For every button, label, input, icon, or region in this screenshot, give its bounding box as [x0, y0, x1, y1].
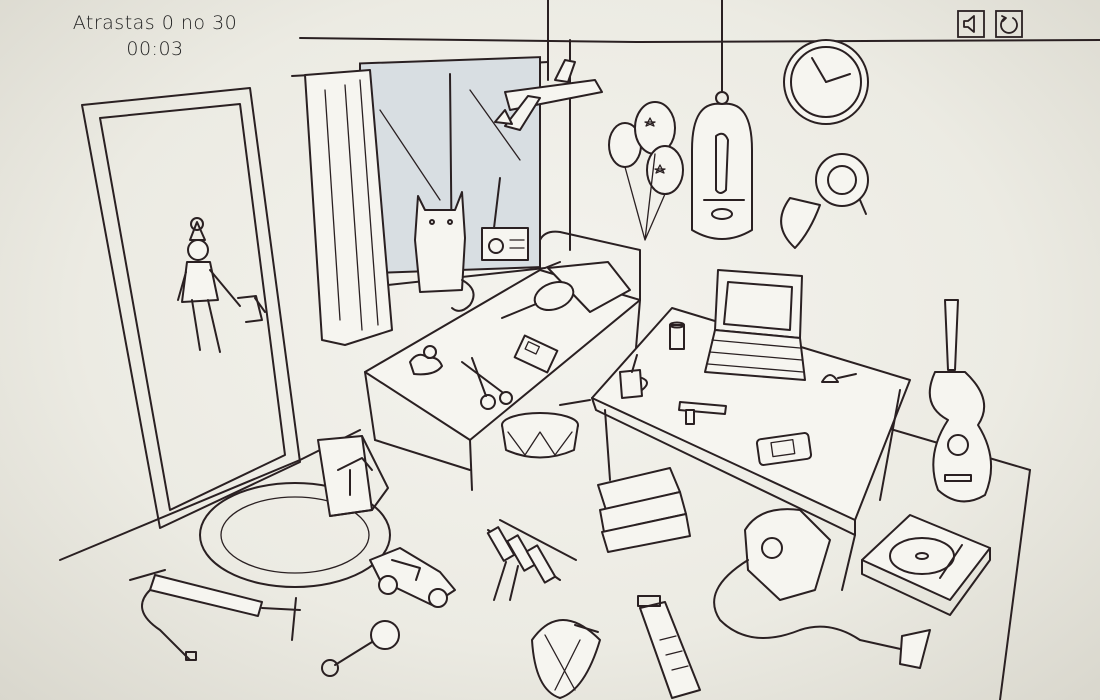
music-box[interactable] [317, 435, 389, 517]
toy-car[interactable] [369, 547, 456, 608]
found-counter: Atrastas 0 no 30 [72, 12, 238, 34]
radio[interactable] [481, 177, 529, 261]
soda-can[interactable] [669, 321, 685, 350]
rug [199, 482, 391, 588]
french-horn[interactable] [780, 153, 869, 249]
guitar[interactable] [928, 299, 993, 503]
bed[interactable] [364, 230, 641, 491]
restart-icon [995, 10, 1023, 38]
door [81, 87, 301, 529]
handheld-console[interactable] [755, 432, 813, 466]
clown-puppet[interactable] [177, 217, 241, 353]
speaker-icon [957, 10, 985, 38]
laptop[interactable] [704, 269, 806, 381]
drum[interactable] [501, 399, 591, 459]
xylophone[interactable] [486, 519, 577, 601]
spinning-top[interactable] [531, 619, 601, 699]
vacuum-cleaner[interactable] [713, 508, 931, 669]
maraca[interactable] [501, 277, 577, 319]
balloons[interactable] [608, 101, 684, 241]
mobile-phone[interactable] [513, 334, 559, 374]
mug[interactable] [619, 354, 648, 399]
bird-cage[interactable] [691, 0, 753, 240]
hand-bell[interactable] [821, 373, 857, 383]
baby-rattle[interactable] [321, 620, 400, 677]
desk[interactable] [591, 307, 911, 591]
marker-pen[interactable] [678, 401, 727, 425]
sound-toggle-button[interactable] [956, 9, 986, 39]
book-stack[interactable] [597, 467, 691, 553]
bicycle-pump[interactable] [129, 569, 301, 661]
toy-airplane[interactable] [494, 39, 603, 131]
record-player[interactable] [861, 514, 991, 616]
curtain [304, 69, 393, 346]
cat[interactable] [414, 191, 475, 312]
scissors[interactable] [461, 357, 513, 410]
restart-button[interactable] [994, 9, 1024, 39]
wall-clock[interactable] [783, 39, 869, 125]
rubber-duck[interactable] [409, 345, 443, 376]
timer: 00:03 [126, 38, 184, 60]
hud: Atrastas 0 no 30 00:03 [60, 10, 250, 62]
toothpaste-tube[interactable] [637, 595, 701, 699]
